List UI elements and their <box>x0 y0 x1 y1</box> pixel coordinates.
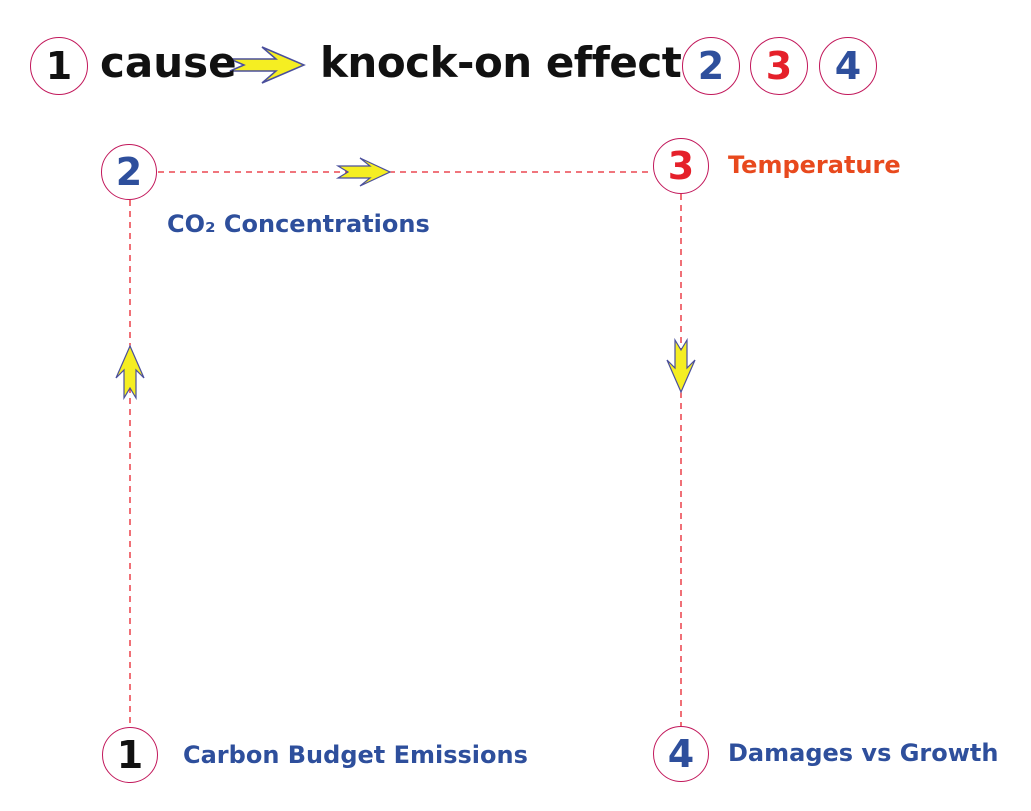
header-cause-label: cause <box>100 38 237 87</box>
node-2-badge: 2 <box>101 144 157 200</box>
header-effect-4-badge: 4 <box>819 37 877 95</box>
node-2-label: CO₂ Concentrations <box>167 210 430 238</box>
node-1-label: Carbon Budget Emissions <box>183 741 528 769</box>
header-effects-label: knock-on effects <box>320 38 706 87</box>
header-cause-number-badge: 1 <box>30 37 88 95</box>
node-3-badge: 3 <box>653 138 709 194</box>
header-effect-2-badge: 2 <box>682 37 740 95</box>
arrow-3-to-4-icon <box>666 337 696 394</box>
header-arrow-icon <box>229 46 306 84</box>
node-3-label: Temperature <box>728 151 901 179</box>
node-4-label: Damages vs Growth <box>728 739 999 767</box>
node-4-badge: 4 <box>653 726 709 782</box>
arrow-1-to-2-icon <box>115 344 145 401</box>
header-effect-3-badge: 3 <box>750 37 808 95</box>
arrow-2-to-3-icon <box>335 157 392 187</box>
node-1-badge: 1 <box>102 727 158 783</box>
